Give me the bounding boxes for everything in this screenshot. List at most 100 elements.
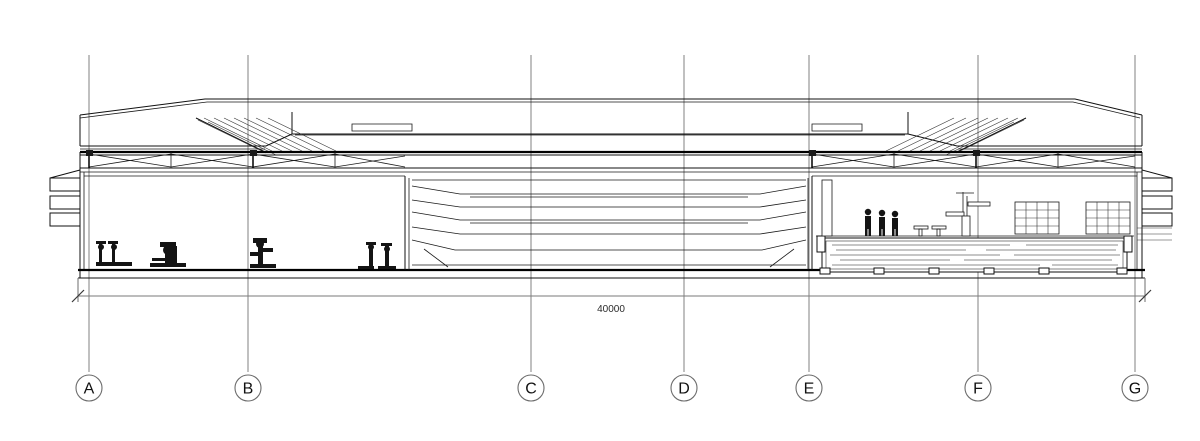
truss-diagonals-left-2 xyxy=(88,153,406,168)
left-band-head xyxy=(49,169,81,179)
arena-tier-2b xyxy=(411,226,807,235)
roof-hatch-left xyxy=(195,117,337,156)
bubble-circle-G xyxy=(1121,374,1149,402)
hatch-right-6 xyxy=(897,117,967,152)
truss-node-left-1 xyxy=(86,150,93,156)
person-standing-2 xyxy=(878,209,886,236)
pool-support-pads xyxy=(819,267,1128,275)
grid-bubble-C[interactable]: C xyxy=(517,374,545,402)
hatch-right-7 xyxy=(885,117,955,152)
starting-block-2 xyxy=(931,225,947,237)
left-band-3 xyxy=(49,212,81,227)
pool-deck-people xyxy=(864,208,899,236)
dimension-tick-left xyxy=(71,289,85,303)
bubble-circle-A xyxy=(75,374,103,402)
hatch-left-7 xyxy=(267,117,337,152)
arena-ramp-left xyxy=(423,248,449,268)
bubble-label-B: B xyxy=(243,381,254,398)
right-band-head xyxy=(1141,169,1173,179)
bubble-label-C: C xyxy=(525,381,537,398)
fitness-hall-zone xyxy=(96,176,410,270)
hatch-left-2 xyxy=(213,117,283,152)
cross-trainer xyxy=(150,242,186,267)
truss-node-left-2 xyxy=(250,150,257,156)
edge-bands-right xyxy=(1141,169,1173,227)
starting-blocks xyxy=(913,225,947,237)
arena-tier-3 xyxy=(411,239,807,251)
overall-dimension: 40000 xyxy=(71,278,1152,315)
person-standing-3 xyxy=(891,210,899,236)
bubble-label-G: G xyxy=(1129,381,1141,398)
left-band-2 xyxy=(49,195,81,210)
arena-ramp-right xyxy=(769,248,795,268)
truss-web-right xyxy=(809,150,1136,168)
pool-end-gutter-right xyxy=(1123,235,1133,253)
right-band-3 xyxy=(1141,212,1173,227)
rooftop-box-right xyxy=(811,123,863,132)
grid-bubble-D[interactable]: D xyxy=(670,374,698,402)
equipment-group-fitness xyxy=(96,238,396,269)
hatch-left-5 xyxy=(243,117,313,152)
pool-water-lines xyxy=(830,244,1120,266)
bench-press xyxy=(378,243,396,269)
bubble-label-E: E xyxy=(804,381,815,398)
grid-bubble-E[interactable]: E xyxy=(795,374,823,402)
hatch-right-3 xyxy=(929,117,999,152)
arena-tier-1 xyxy=(411,185,807,195)
bubble-circle-B xyxy=(234,374,262,402)
arena-tier-2 xyxy=(411,211,807,221)
roof-truss-layer xyxy=(80,150,1142,173)
grid-bubble-G[interactable]: G xyxy=(1121,374,1149,402)
central-arena-zone xyxy=(411,176,813,270)
exterior-stair-right xyxy=(1137,227,1172,241)
dimension-value: 40000 xyxy=(597,304,625,315)
truss-node-right-2 xyxy=(973,150,980,156)
hatch-left-3 xyxy=(223,117,293,152)
person-standing-1 xyxy=(864,208,872,236)
grid-bubble-B[interactable]: B xyxy=(234,374,262,402)
truss-node-right-1 xyxy=(809,150,816,156)
grid-bubble-F[interactable]: F xyxy=(964,374,992,402)
bubble-circle-E xyxy=(795,374,823,402)
roof-soffit-right xyxy=(907,133,1142,147)
bubble-label-D: D xyxy=(678,381,690,398)
bubble-circle-C xyxy=(517,374,545,402)
free-weights xyxy=(358,242,376,269)
edge-bands-left xyxy=(49,169,81,227)
grid-bubble-A[interactable]: A xyxy=(75,374,103,402)
hatch-left-8 xyxy=(197,119,267,154)
weight-station xyxy=(250,238,276,268)
roof-upper-outline xyxy=(79,98,1143,116)
hatch-right-5 xyxy=(909,117,979,152)
bubble-label-F: F xyxy=(973,381,983,398)
hatch-left-9 xyxy=(207,121,277,156)
bubble-circle-D xyxy=(670,374,698,402)
hatch-right-4 xyxy=(919,117,989,152)
treadmill-pair xyxy=(96,241,132,266)
roof-assembly xyxy=(79,98,1143,156)
roof-hatch-right xyxy=(885,117,1027,156)
wall-grille-panels xyxy=(1014,201,1131,235)
grid-bubbles: A B C D E F G xyxy=(75,374,1149,402)
roof-soffit-left xyxy=(80,133,293,147)
pool-hall-zone xyxy=(816,179,1134,275)
left-band-1 xyxy=(49,177,81,192)
bubble-circle-F xyxy=(964,374,992,402)
rooftop-box-left xyxy=(351,123,413,132)
roof-center-parapet xyxy=(291,112,909,135)
diving-platform xyxy=(945,192,991,237)
truss-diagonals-left xyxy=(88,153,406,168)
right-band-2 xyxy=(1141,195,1173,210)
starting-block-1 xyxy=(913,225,929,237)
truss-web-left xyxy=(86,150,406,168)
right-band-1 xyxy=(1141,177,1173,192)
arena-tier-1b xyxy=(411,199,807,208)
hatch-right-2 xyxy=(939,117,1009,152)
hatch-right-9 xyxy=(945,121,1015,156)
pool-hall-shaft xyxy=(821,179,833,237)
pool-end-gutter-left xyxy=(816,235,826,253)
bubble-label-A: A xyxy=(84,381,95,398)
hatch-left-4 xyxy=(233,117,303,152)
